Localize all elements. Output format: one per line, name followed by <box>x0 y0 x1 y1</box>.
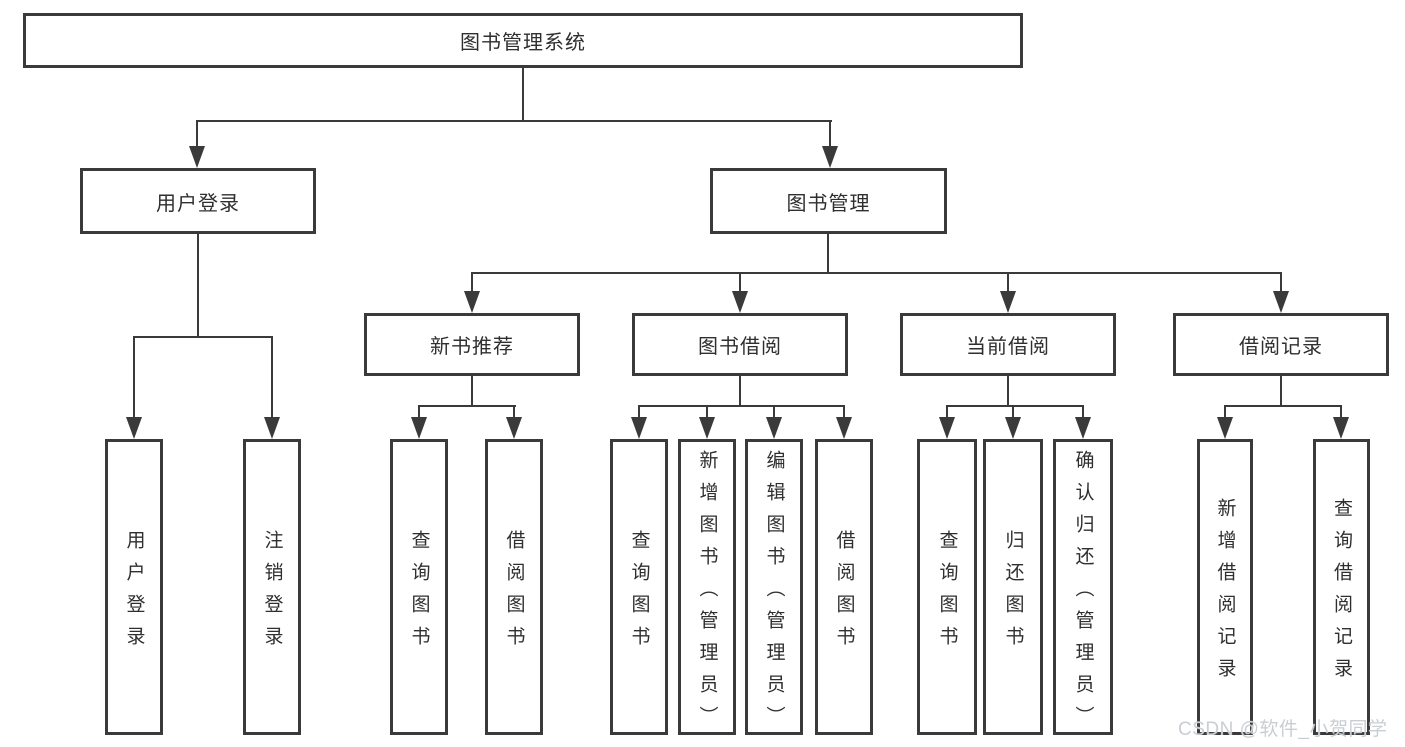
node-book-management-label: 图书管理 <box>786 192 871 215</box>
leaf-records-query: 查询借阅记录 <box>1313 439 1370 735</box>
leaf-records-add: 新增借阅记录 <box>1197 439 1253 735</box>
connector-line <box>419 405 516 407</box>
arrow-down-icon <box>464 291 480 313</box>
node-book-management: 图书管理 <box>710 168 947 234</box>
leaf-borrow-book-label: 借阅图书 <box>833 529 855 658</box>
root-node-library-system: 图书管理系统 <box>23 13 1023 68</box>
leaf-current-query: 查询图书 <box>917 439 977 735</box>
arrow-down-icon <box>264 417 280 439</box>
connector-line <box>471 376 473 407</box>
leaf-user-login-label: 用户登录 <box>123 529 145 658</box>
leaf-newbooks-query-label: 查询图书 <box>408 529 430 658</box>
leaf-logout-label: 注销登录 <box>261 529 283 658</box>
leaf-current-return: 归还图书 <box>983 439 1043 735</box>
leaf-current-return-label: 归还图书 <box>1002 529 1024 658</box>
node-borrow-records-label: 借阅记录 <box>1239 336 1323 358</box>
connector-line <box>639 405 845 407</box>
csdn-watermark: CSDN @软件_小贺同学 <box>1178 719 1388 740</box>
arrow-down-icon <box>189 146 205 168</box>
leaf-borrow-book: 借阅图书 <box>815 439 873 735</box>
node-user-login: 用户登录 <box>80 168 316 234</box>
leaf-borrow-add-admin-label: 新增图书（管理员） <box>696 449 718 738</box>
connector-line <box>1280 376 1282 407</box>
arrow-down-icon <box>1333 417 1349 439</box>
leaf-newbooks-borrow: 借阅图书 <box>485 439 543 735</box>
arrow-down-icon <box>1217 417 1233 439</box>
node-new-book-recommend: 新书推荐 <box>364 313 580 376</box>
connector-line <box>133 336 273 338</box>
connector-line <box>418 405 420 419</box>
leaf-records-add-label: 新增借阅记录 <box>1214 497 1236 690</box>
connector-line <box>197 234 199 338</box>
arrow-down-icon <box>1273 291 1289 313</box>
arrow-down-icon <box>822 146 838 168</box>
connector-line <box>1280 272 1282 293</box>
arrow-down-icon <box>766 417 782 439</box>
connector-line <box>196 120 832 122</box>
leaf-user-login: 用户登录 <box>105 439 163 735</box>
node-book-borrow: 图书借阅 <box>632 313 848 376</box>
connector-line <box>1007 376 1009 407</box>
leaf-borrow-query: 查询图书 <box>610 439 668 735</box>
arrow-down-icon <box>732 291 748 313</box>
arrow-down-icon <box>1000 291 1016 313</box>
node-new-book-recommend-label: 新书推荐 <box>430 336 514 358</box>
connector-line <box>1007 272 1009 293</box>
arrow-down-icon <box>506 417 522 439</box>
connector-line <box>739 376 741 407</box>
arrow-down-icon <box>126 417 142 439</box>
connector-line <box>271 336 273 418</box>
leaf-newbooks-borrow-label: 借阅图书 <box>503 529 525 658</box>
leaf-current-confirm-admin: 确认归还（管理员） <box>1053 439 1113 738</box>
connector-line <box>196 120 198 148</box>
leaf-borrow-edit-admin: 编辑图书（管理员） <box>745 439 803 738</box>
arrow-down-icon <box>1005 417 1021 439</box>
connector-line <box>513 405 515 419</box>
connector-line <box>827 234 829 274</box>
leaf-logout: 注销登录 <box>243 439 301 735</box>
node-current-borrow: 当前借阅 <box>900 313 1116 376</box>
connector-line <box>133 336 135 418</box>
leaf-borrow-query-label: 查询图书 <box>628 529 650 658</box>
connector-line <box>638 405 640 419</box>
arrow-down-icon <box>939 417 955 439</box>
connector-line <box>1225 405 1342 407</box>
connector-line <box>1340 405 1342 419</box>
arrow-down-icon <box>1075 417 1091 439</box>
leaf-current-confirm-admin-label: 确认归还（管理员） <box>1072 449 1094 738</box>
node-book-borrow-label: 图书借阅 <box>698 336 782 358</box>
connector-line <box>1082 405 1084 419</box>
connector-line <box>947 405 1084 407</box>
connector-line <box>471 272 473 293</box>
connector-line <box>1224 405 1226 419</box>
arrow-down-icon <box>699 417 715 439</box>
arrow-down-icon <box>631 417 647 439</box>
leaf-borrow-add-admin: 新增图书（管理员） <box>678 439 736 738</box>
leaf-current-query-label: 查询图书 <box>936 529 958 658</box>
connector-line <box>706 405 708 419</box>
leaf-borrow-edit-admin-label: 编辑图书（管理员） <box>763 449 785 738</box>
connector-line <box>843 405 845 419</box>
node-user-login-label: 用户登录 <box>156 192 240 215</box>
connector-line <box>1012 405 1014 419</box>
leaf-records-query-label: 查询借阅记录 <box>1331 497 1352 690</box>
connector-line <box>773 405 775 419</box>
connector-line <box>739 272 741 293</box>
node-borrow-records: 借阅记录 <box>1173 313 1389 376</box>
connector-line <box>829 120 831 148</box>
node-current-borrow-label: 当前借阅 <box>966 336 1050 358</box>
connector-line <box>522 68 524 122</box>
root-node-label: 图书管理系统 <box>460 32 586 54</box>
connector-line <box>946 405 948 419</box>
connector-line <box>471 272 1282 274</box>
leaf-newbooks-query: 查询图书 <box>390 439 448 735</box>
arrow-down-icon <box>411 417 427 439</box>
arrow-down-icon <box>836 417 852 439</box>
